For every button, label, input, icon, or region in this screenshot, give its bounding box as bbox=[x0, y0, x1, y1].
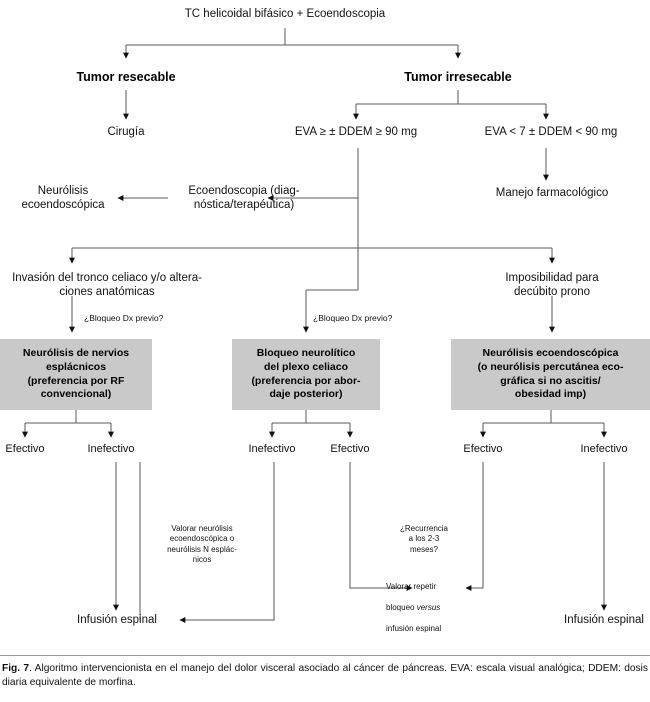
node-eva-baja: EVA < 7 ± DDEM < 90 mg bbox=[484, 126, 618, 138]
leaf-inefectivo-1: Inefectivo bbox=[87, 443, 135, 455]
figure-number: Fig. 7 bbox=[2, 663, 30, 674]
node-tumor-resecable: Tumor resecable bbox=[76, 70, 176, 84]
note-valorar-repetir-line3: infusión espinal bbox=[386, 623, 442, 633]
flowchart-connectors bbox=[22, 28, 607, 623]
note-valorar-repetir-line2: bloqueo versus bbox=[386, 603, 472, 613]
node-invasion-tronco-celiaco: Invasión del tronco celiaco y/o altera- … bbox=[12, 272, 202, 298]
node-infusion-espinal-right: Infusión espinal bbox=[564, 614, 644, 626]
node-cirugia: Cirugía bbox=[107, 126, 145, 138]
node-tumor-irresecable: Tumor irresecable bbox=[404, 70, 512, 84]
node-neurolisis-ecoendoscopica: Neurólisis ecoendoscópica bbox=[21, 185, 105, 211]
leaf-efectivo-1: Efectivo bbox=[5, 443, 45, 455]
node-eva-alta: EVA ≥ ± DDEM ≥ 90 mg bbox=[294, 126, 418, 138]
node-imposibilidad-decubito-prono: Imposibilidad para decúbito prono bbox=[505, 272, 599, 298]
figure-caption-text: . Algoritmo intervencionista en el manej… bbox=[2, 663, 648, 689]
node-manejo-farmacologico: Manejo farmacológico bbox=[495, 187, 609, 199]
leaf-inefectivo-2: Inefectivo bbox=[248, 443, 296, 455]
leaf-efectivo-3: Efectivo bbox=[463, 443, 503, 455]
node-infusion-espinal-left: Infusión espinal bbox=[77, 614, 157, 626]
note-valorar-repetir-bloqueo: bloqueo bbox=[386, 603, 417, 613]
box-neurolisis-ecoendoscopica[interactable]: Neurólisis ecoendoscópica (o neurólisis … bbox=[451, 339, 650, 410]
note-valorar-repetir-versus: versus bbox=[416, 603, 441, 613]
note-valorar-repetir: Valorar repetir bloqueo versus infusión … bbox=[386, 572, 472, 645]
wire-efectivo3-to-valorar bbox=[465, 462, 484, 591]
label-bloqueo-dx-previo-left: ¿Bloqueo Dx previo? bbox=[84, 313, 164, 323]
leaf-efectivo-2: Efectivo bbox=[330, 443, 370, 455]
note-recurrencia: ¿Recurrencia a los 2-3 meses? bbox=[399, 524, 448, 554]
flowchart-diagram: TC helicoidal bifásico + Ecoendoscopia T… bbox=[0, 8, 650, 645]
figure-caption-area: Fig. 7. Algoritmo intervencionista en el… bbox=[0, 655, 650, 691]
node-root: TC helicoidal bifásico + Ecoendoscopia bbox=[184, 8, 386, 20]
leaf-inefectivo-3: Inefectivo bbox=[580, 443, 628, 455]
box-bloqueo-neurolitico-plexo-celiaco[interactable]: Bloqueo neurolítico del plexo celiaco (p… bbox=[232, 339, 380, 410]
note-valorar-neurolisis: Valorar neurólisis ecoendoscópica o neur… bbox=[167, 524, 237, 565]
label-bloqueo-dx-previo-mid: ¿Bloqueo Dx previo? bbox=[313, 313, 393, 323]
box-neurolisis-nervios-esplacnicos[interactable]: Neurólisis de nervios esplácnicos (prefe… bbox=[0, 339, 152, 410]
figure-caption: Fig. 7. Algoritmo intervencionista en el… bbox=[2, 662, 648, 691]
note-valorar-repetir-line1: Valorar repetir bbox=[386, 582, 437, 592]
node-ecoendoscopia-diagnostica: Ecoendoscopia (diag- nóstica/terapéutica… bbox=[188, 185, 300, 211]
